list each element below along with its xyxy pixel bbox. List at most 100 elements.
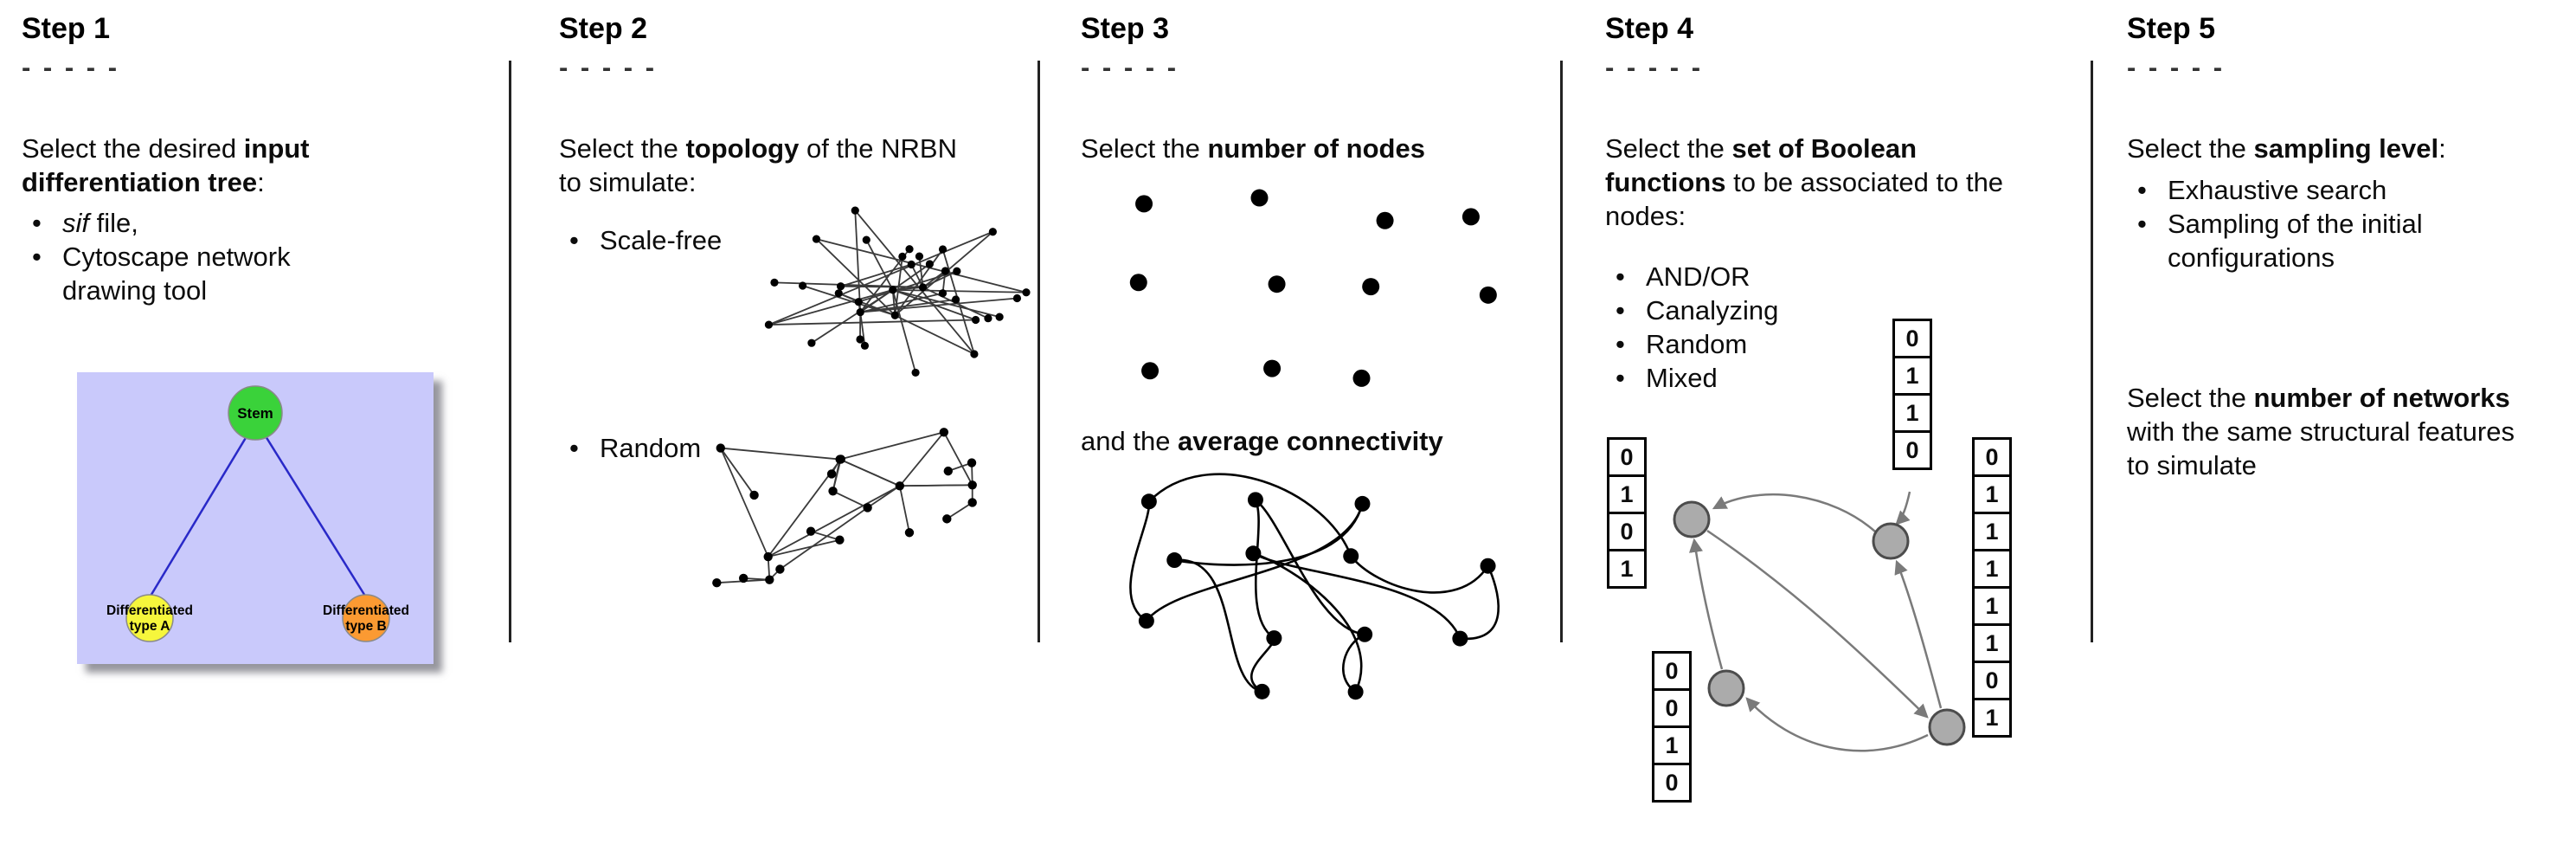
step-1-separator: - - - - - (22, 52, 120, 82)
step-5-title: Step 5 (2127, 12, 2216, 45)
text-run: Select the (559, 133, 686, 164)
edge-c-to-a (1688, 538, 1724, 670)
bullet-item: sif file, (22, 206, 385, 240)
step-4-options: AND/ORCanalyzingRandomMixed (1605, 260, 1951, 395)
bullet-item: Mixed (1605, 361, 1951, 395)
column-divider-3 (1560, 61, 1563, 642)
tree-edge-stem-to-b (264, 435, 368, 598)
truth-table-cell: 1 (1892, 356, 1932, 396)
text-run: file, (89, 208, 138, 238)
text-run: with the same structural features to sim… (2127, 416, 2515, 480)
truth-table-cell: 0 (1892, 430, 1932, 470)
truth-table-cell: 1 (1972, 586, 2012, 626)
truth-table-cell: 0 (1607, 512, 1647, 551)
text-run: Mixed (1646, 363, 1718, 393)
edge-d-to-b (1894, 559, 1943, 709)
tree-edge-stem-to-a (148, 435, 248, 598)
bullet-item: Random (1605, 327, 1951, 361)
type-b-node (342, 594, 390, 642)
text-run: number of networks (2253, 383, 2510, 413)
step-5-instruction-2: Select the number of networks with the s… (2127, 381, 2521, 482)
step-1-instruction: Select the desired input differentiation… (22, 132, 472, 199)
step-3-column: Step 3 - - - - - Select the number of no… (1081, 0, 1560, 851)
text-run: Select the (2127, 133, 2254, 164)
boolean-network-diagram (1673, 491, 1966, 752)
stem-node (228, 385, 283, 441)
option-random: Random (559, 431, 701, 465)
boolean-node-c (1707, 669, 1745, 707)
text-run: Exhaustive search (2168, 175, 2387, 205)
type-a-label-line1: Differentiated (106, 603, 193, 618)
connectivity-network-image (1129, 473, 1500, 700)
text-run: topology (685, 133, 800, 164)
text-run: : (257, 167, 265, 197)
text-run: AND/OR (1646, 261, 1751, 292)
step-5-options: Exhaustive searchSampling of the initial… (2127, 173, 2534, 274)
edge-table-to-b (1895, 491, 1911, 525)
edge-d-to-c (1745, 697, 1929, 752)
boolean-edges (1688, 491, 1943, 752)
differentiation-tree-svg: Stem Differentiated type A Differentiate… (77, 372, 434, 664)
step-4-instruction: Select the set of Boolean functions to b… (1605, 132, 2038, 233)
truth-table-cell: 0 (1652, 688, 1692, 728)
text-run: Select the (2127, 383, 2254, 413)
text-run: set of Boolean functions (1605, 133, 1918, 197)
text-run: Cytoscape network drawing tool (62, 242, 291, 306)
boolean-node-b (1872, 522, 1910, 560)
truth-table-cell: 1 (1892, 393, 1932, 433)
truth-table-cell: 1 (1972, 698, 2012, 738)
step-2-instruction: Select the topology of the NRBN to simul… (559, 132, 974, 199)
step-4-title: Step 4 (1605, 12, 1694, 45)
type-a-node (125, 594, 174, 642)
text-run: sif (62, 208, 89, 238)
step-1-title: Step 1 (22, 12, 111, 45)
step-2-title: Step 2 (559, 12, 648, 45)
step-4-column: Step 4 - - - - - Select the set of Boole… (1605, 0, 2098, 851)
truth-table-cell: 1 (1972, 623, 2012, 663)
differentiation-tree-figure: Stem Differentiated type A Differentiate… (77, 372, 434, 664)
boolean-node-a (1673, 500, 1711, 538)
truth-table-cell: 1 (1972, 474, 2012, 514)
step-5-instruction: Select the sampling level: (2127, 132, 2573, 165)
bullet-item: Canalyzing (1605, 293, 1951, 327)
step-1-column: Step 1 - - - - - Select the desired inpu… (22, 0, 508, 851)
bullet-item: Cytoscape network drawing tool (22, 240, 385, 307)
text-run: sampling level (2253, 133, 2439, 164)
text-run: and the (1081, 426, 1179, 456)
text-run: Scale-free (600, 225, 723, 255)
text-run: Sampling of the initial configurations (2168, 209, 2423, 273)
scale-free-network-image (764, 206, 1031, 377)
step-1-options: sif file,Cytoscape network drawing tool (22, 206, 385, 307)
step-5-column: Step 5 - - - - - Select the sampling lev… (2127, 0, 2573, 851)
truth-table-cell: 1 (1607, 474, 1647, 514)
truth-table-cell: 1 (1607, 549, 1647, 589)
text-run: : (2438, 133, 2446, 164)
truth-table-cell: 1 (1652, 725, 1692, 765)
truth-table-cell: 1 (1972, 549, 2012, 589)
text-run: average connectivity (1178, 426, 1443, 456)
edge-b-to-a (1712, 493, 1876, 532)
text-run: Select the (1605, 133, 1732, 164)
bullet-item: Exhaustive search (2127, 173, 2534, 207)
truth-table-cell: 0 (1652, 763, 1692, 803)
type-b-label-line1: Differentiated (323, 603, 409, 618)
step-3-title: Step 3 (1081, 12, 1170, 45)
type-a-label-line2: type A (130, 619, 170, 634)
step-2-separator: - - - - - (559, 52, 658, 82)
truth-table-cell: 0 (1972, 437, 2012, 477)
bullet-item: AND/OR (1605, 260, 1951, 293)
step-4-separator: - - - - - (1605, 52, 1704, 82)
truth-table-cell: 0 (1972, 661, 2012, 700)
edge-a-to-d (1706, 529, 1929, 719)
boolean-nodes (1673, 500, 1966, 746)
text-run: Random (600, 433, 702, 463)
type-b-label-line2: type B (345, 619, 386, 634)
text-run: of the NRBN to simulate: (559, 133, 957, 197)
bullet-item: Sampling of the initial configurations (2127, 207, 2534, 274)
truth-table-cell: 0 (1652, 651, 1692, 691)
